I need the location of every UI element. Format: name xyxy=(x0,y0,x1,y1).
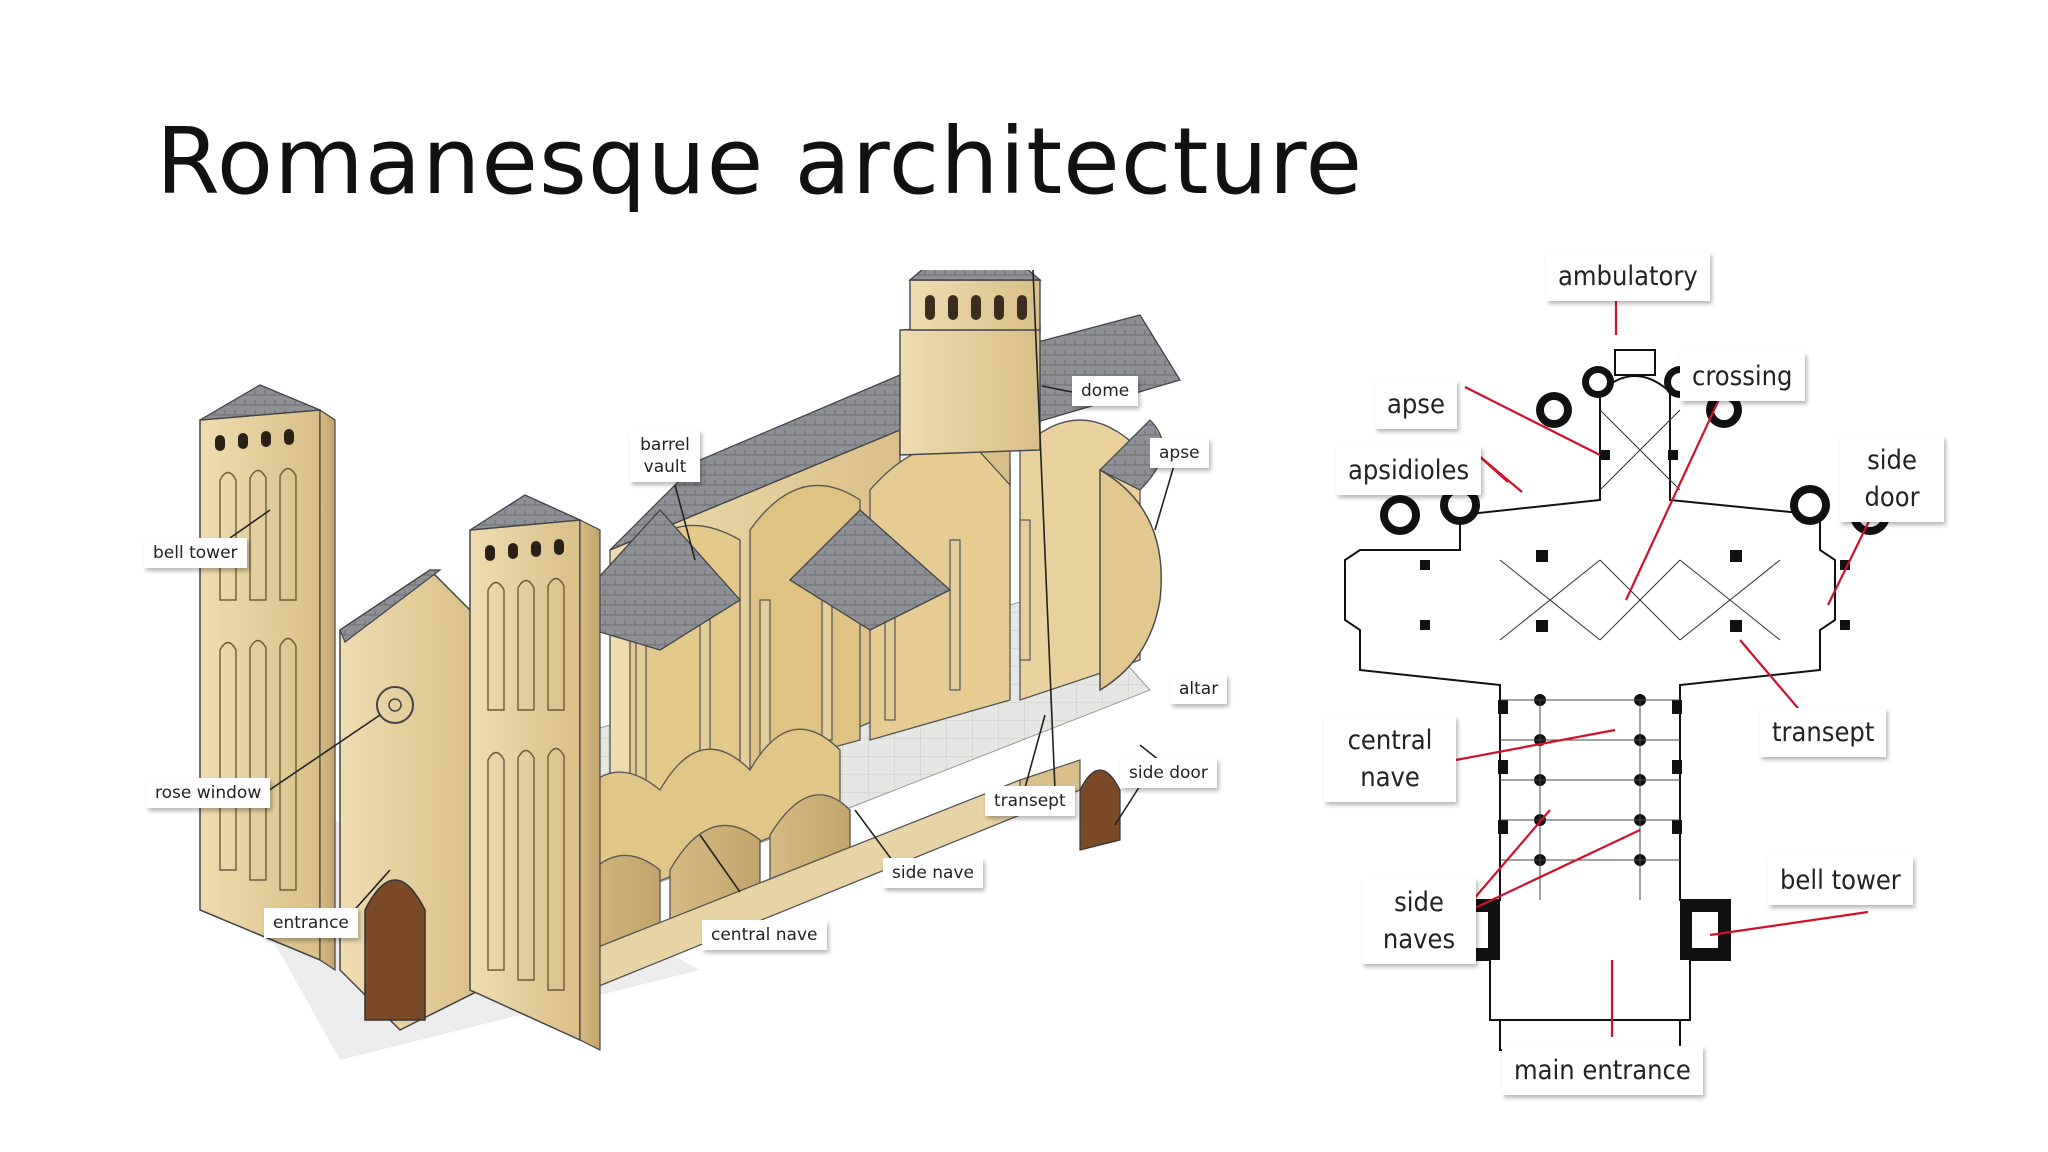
plan-label-apse: apse xyxy=(1375,380,1457,429)
plan-label-apsidioles: apsidioles xyxy=(1336,446,1482,495)
label-altar: altar xyxy=(1170,674,1228,704)
label-central-nave: central nave xyxy=(702,920,827,950)
plan-label-side-door: side door xyxy=(1840,436,1944,522)
label-apse: apse xyxy=(1150,438,1209,468)
plan-label-side-naves: side naves xyxy=(1362,878,1476,964)
plan-label-ambulatory: ambulatory xyxy=(1546,252,1710,301)
cutaway-illustration xyxy=(199,270,1191,1060)
label-dome: dome xyxy=(1072,376,1139,406)
floor-plan-diagram: ambulatory crossing apse side door apsid… xyxy=(1300,252,1950,1120)
label-barrel-vault: barrel vault xyxy=(630,430,700,482)
label-entrance: entrance xyxy=(264,908,358,938)
label-side-nave: side nave xyxy=(883,858,983,888)
plan-label-bell-tower: bell tower xyxy=(1768,856,1913,905)
label-bell-tower: bell tower xyxy=(144,538,247,568)
plan-label-central-nave: central nave xyxy=(1324,716,1456,802)
plan-label-crossing: crossing xyxy=(1680,352,1805,401)
label-rose-window: rose window xyxy=(146,778,271,808)
plan-label-transept: transept xyxy=(1760,708,1887,757)
isometric-cutaway-diagram: bell tower barrel vault dome apse altar … xyxy=(140,270,1260,1150)
label-side-door: side door xyxy=(1120,758,1217,788)
plan-leader-lines xyxy=(1439,268,1873,1037)
label-transept: transept xyxy=(985,786,1075,816)
page-title: Romanesque architecture xyxy=(156,108,1364,215)
plan-label-main-entrance: main entrance xyxy=(1502,1046,1703,1095)
